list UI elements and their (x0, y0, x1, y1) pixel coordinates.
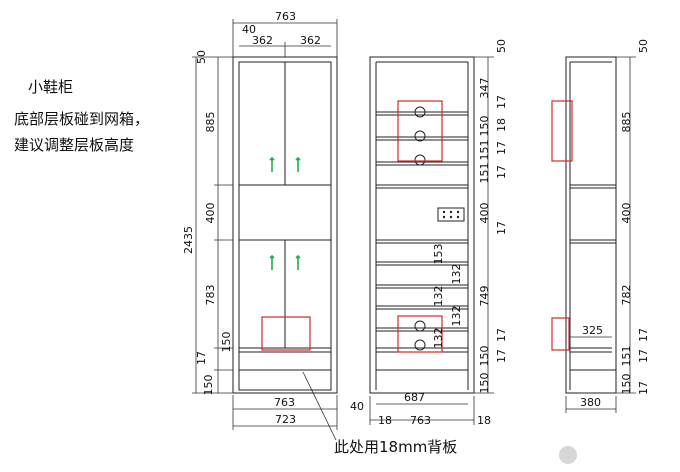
dim-label: 723 (275, 413, 296, 426)
dim-label: 400 (620, 203, 633, 224)
dim-label: 132 (450, 306, 463, 327)
dim-label: 380 (580, 396, 601, 409)
dim-label: 17 (495, 141, 508, 155)
dim-label: 885 (620, 112, 633, 133)
dim-label: 749 (478, 286, 491, 307)
dim-label: 17 (495, 328, 508, 342)
power-socket-icon (437, 207, 465, 222)
dim-label: 151 (478, 140, 491, 161)
dim-label: 763 (410, 414, 431, 427)
note-leader (302, 371, 337, 441)
dim-label: 17 (195, 351, 208, 365)
side-outline (565, 56, 617, 394)
dim-label: 18 (378, 414, 392, 427)
watermark: 值 什么值得买 (559, 446, 662, 464)
dim-label: 132 (450, 264, 463, 285)
dim-label: 151 (620, 346, 633, 367)
dim-label: 763 (274, 396, 295, 409)
dim-label: 40 (350, 400, 364, 413)
dim-label: 50 (495, 39, 508, 53)
dim-label: 400 (478, 203, 491, 224)
shoe-net-icon (414, 339, 426, 351)
highlight-box (261, 316, 311, 351)
dim-label: 50 (637, 39, 650, 53)
dim-label: 150 (202, 375, 215, 396)
watermark-logo-icon (559, 446, 577, 464)
dim-label: 783 (204, 285, 217, 306)
dim-label: 50 (195, 50, 208, 64)
watermark-text: 值 什么值得买 (580, 448, 662, 464)
front-view: 763 40 362 362 2435 50 885 400 783 17 15… (182, 10, 338, 430)
dim-label: 763 (275, 10, 296, 23)
dim-label: 2435 (182, 226, 195, 254)
dim-label: 153 (432, 244, 445, 265)
dim-label: 362 (252, 34, 273, 47)
dim-label: 17 (495, 349, 508, 363)
dim-label: 132 (432, 328, 445, 349)
highlight-box (397, 315, 443, 353)
shoe-net-icon (414, 320, 426, 332)
dim-label: 132 (432, 286, 445, 307)
note-bottom: 此处用18mm背板 (334, 438, 457, 456)
highlight-box (551, 100, 573, 162)
dim-label: 782 (620, 285, 633, 306)
dim-label: 347 (478, 78, 491, 99)
dim-label: 150 (478, 373, 491, 394)
dim-label: 18 (495, 118, 508, 132)
interior-outline (369, 56, 475, 394)
shoe-net-icon (414, 130, 426, 142)
dim-label: 885 (204, 112, 217, 133)
dim-label: 150 (478, 116, 491, 137)
dim-label: 17 (637, 381, 650, 395)
interior-view: 50 347 17 18 150 151 17 151 17 400 17 74… (350, 39, 508, 427)
note-line-1: 底部层板碰到网箱， (14, 110, 149, 128)
dim-label: 150 (620, 374, 633, 395)
dim-label: 400 (204, 203, 217, 224)
highlight-box (397, 100, 443, 162)
dim-label: 151 (478, 163, 491, 184)
side-view: 50 885 400 782 17 151 17 150 17 325 380 (551, 39, 650, 413)
dim-label: 17 (637, 349, 650, 363)
dim-label: 687 (404, 391, 425, 404)
dim-label: 18 (477, 414, 491, 427)
shoe-net-icon (414, 154, 426, 166)
highlight-box (551, 317, 570, 351)
dim-label: 17 (495, 165, 508, 179)
shoe-net-icon (414, 106, 426, 118)
door-handle-icon (269, 254, 275, 270)
dim-label: 325 (582, 324, 603, 337)
dim-label: 17 (495, 95, 508, 109)
dim-label: 40 (242, 23, 256, 36)
note-title: 小鞋柜 (28, 78, 73, 96)
dim-label: 17 (495, 221, 508, 235)
dim-label: 150 (478, 346, 491, 367)
door-handle-icon (295, 254, 301, 270)
dim-label: 150 (220, 332, 233, 353)
door-handle-icon (295, 156, 301, 172)
dim-label: 17 (637, 328, 650, 342)
dim-label: 362 (300, 34, 321, 47)
door-handle-icon (269, 156, 275, 172)
note-line-2: 建议调整层板高度 (14, 136, 134, 154)
